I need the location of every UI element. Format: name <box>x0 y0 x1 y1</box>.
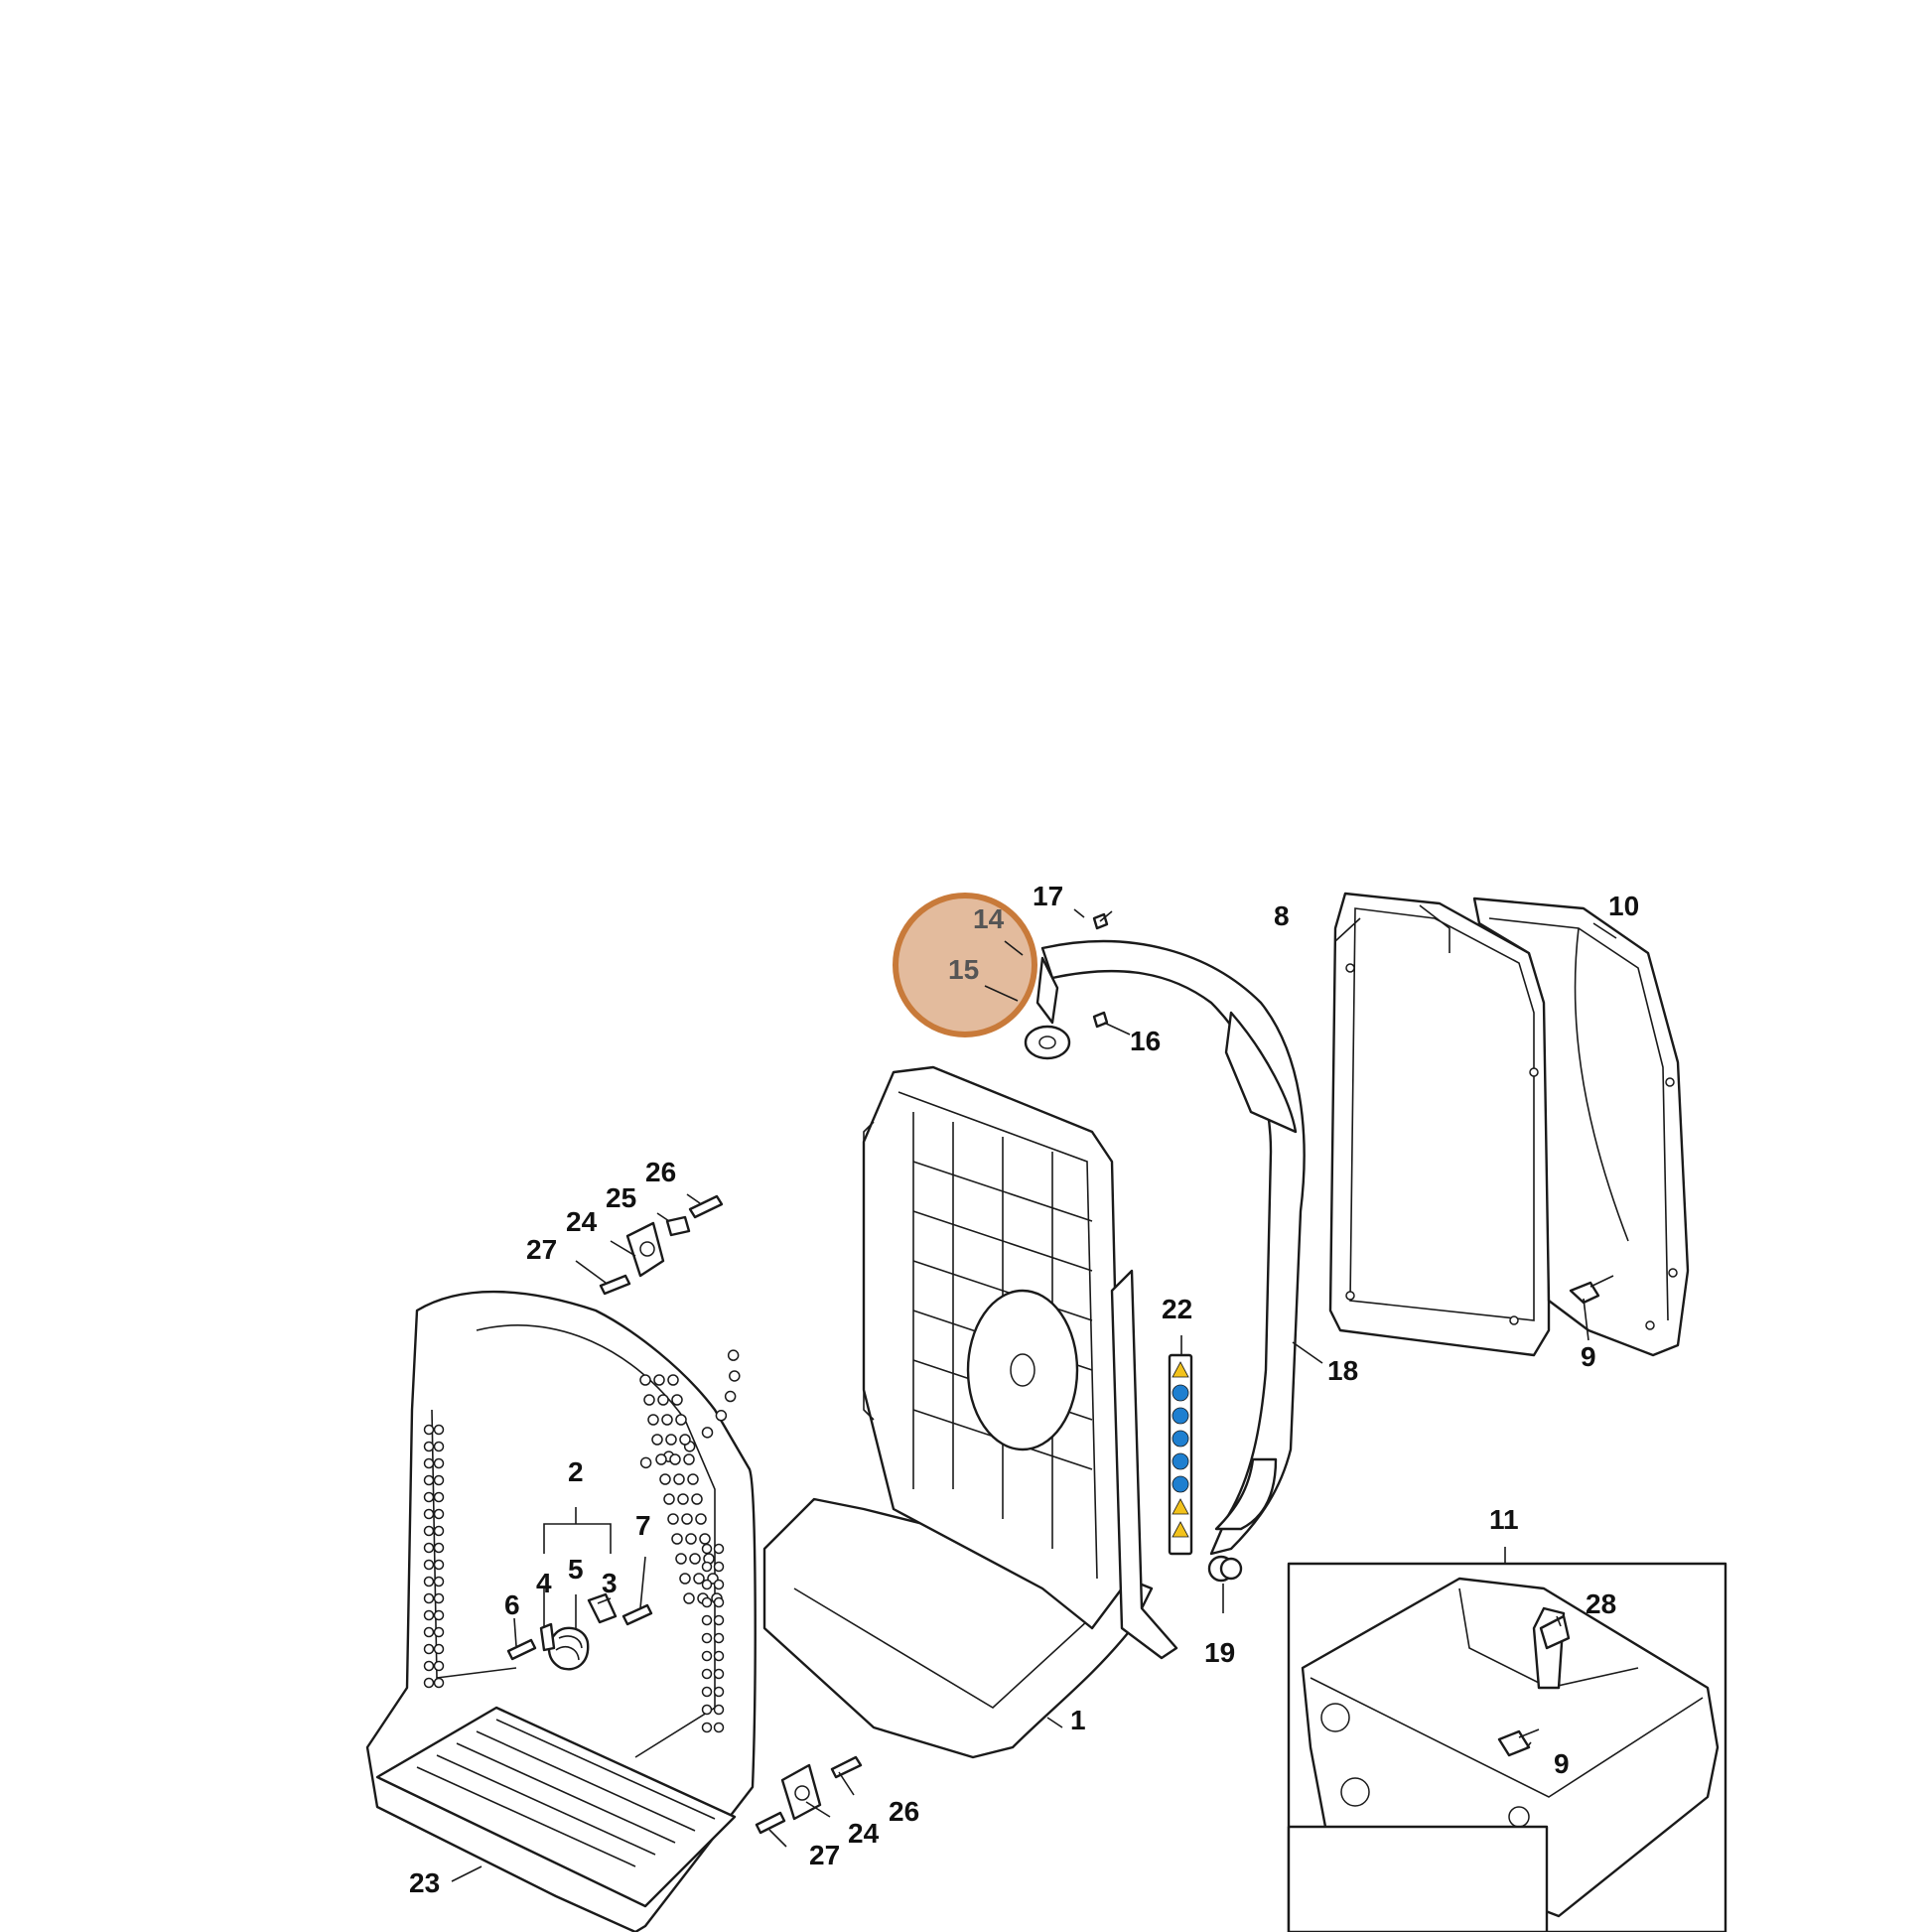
callout-2[interactable]: 2 <box>568 1456 584 1487</box>
clamp-part-15[interactable] <box>1024 956 1071 1060</box>
callout-16[interactable]: 16 <box>1130 1026 1161 1056</box>
grille-frame-part-23[interactable] <box>365 1290 757 1932</box>
callout-22[interactable]: 22 <box>1162 1294 1192 1324</box>
safety-pictogram <box>1172 1430 1189 1448</box>
callout-23[interactable]: 23 <box>409 1867 440 1898</box>
callout-9-lower[interactable]: 9 <box>1554 1748 1570 1779</box>
safety-pictogram <box>1172 1384 1189 1402</box>
screw-part-27-upper[interactable] <box>599 1274 631 1296</box>
bracket-part-24-lower[interactable] <box>780 1763 822 1821</box>
bracket-part-24-upper[interactable] <box>625 1221 665 1278</box>
cushion-part-10[interactable] <box>1472 897 1690 1357</box>
callout-24-lower[interactable]: 24 <box>848 1818 880 1849</box>
screw-part-16[interactable] <box>1092 1011 1109 1029</box>
callout-26-upper[interactable]: 26 <box>645 1157 676 1187</box>
callout-9-upper[interactable]: 9 <box>1581 1341 1596 1372</box>
screw-part-27-lower[interactable] <box>755 1811 786 1835</box>
callout-19[interactable]: 19 <box>1204 1637 1235 1668</box>
callout-3[interactable]: 3 <box>602 1568 618 1598</box>
callout-25[interactable]: 25 <box>606 1182 636 1213</box>
safety-pictogram <box>1172 1498 1189 1515</box>
safety-label-part-22[interactable] <box>1168 1353 1193 1556</box>
callout-27-upper[interactable]: 27 <box>526 1234 557 1265</box>
callout-15[interactable]: 15 <box>948 954 979 985</box>
screw-part-26-lower[interactable] <box>830 1755 863 1779</box>
safety-pictogram <box>1172 1407 1189 1425</box>
callout-4[interactable]: 4 <box>536 1568 552 1598</box>
back-pad-part-8[interactable] <box>1328 892 1551 1357</box>
callout-5[interactable]: 5 <box>568 1554 584 1585</box>
callout-labels: 1 2 3 4 5 6 7 8 9 9 10 11 14 15 16 17 18… <box>409 881 1639 1898</box>
callout-28[interactable]: 28 <box>1586 1588 1616 1619</box>
lever-part-3[interactable] <box>587 1592 618 1624</box>
leader-lines <box>451 908 1617 1882</box>
spring-assembly-part-2[interactable] <box>543 1507 612 1671</box>
callout-24-upper[interactable]: 24 <box>566 1206 598 1237</box>
screw-part-26-upper[interactable] <box>688 1194 724 1219</box>
callout-11[interactable]: 11 <box>1489 1504 1519 1535</box>
spring-pin-part-4[interactable] <box>539 1622 556 1652</box>
pin-part-25[interactable] <box>665 1215 691 1237</box>
screw-part-6[interactable] <box>506 1638 537 1661</box>
callout-8[interactable]: 8 <box>1274 900 1290 931</box>
safety-pictogram <box>1172 1521 1189 1538</box>
back-plate-part-1[interactable] <box>762 1065 1178 1759</box>
safety-pictogram <box>1172 1361 1189 1378</box>
screw-part-7[interactable] <box>621 1603 653 1626</box>
safety-pictogram <box>1172 1452 1189 1470</box>
callout-17[interactable]: 17 <box>1033 881 1063 911</box>
clip-part-9-upper[interactable] <box>1569 1275 1614 1305</box>
callout-26-lower[interactable]: 26 <box>889 1796 919 1827</box>
strap-part-28[interactable] <box>1539 1614 1571 1650</box>
callout-1[interactable]: 1 <box>1070 1705 1086 1735</box>
callout-10[interactable]: 10 <box>1608 891 1639 921</box>
callout-14[interactable]: 14 <box>973 903 1005 934</box>
callout-7[interactable]: 7 <box>635 1510 651 1541</box>
callout-27-lower[interactable]: 27 <box>809 1840 840 1870</box>
callout-6[interactable]: 6 <box>504 1589 520 1620</box>
highlight-circle <box>893 893 1037 1037</box>
clip-part-9-lower[interactable] <box>1497 1728 1540 1757</box>
swivel-part-19[interactable] <box>1219 1557 1243 1581</box>
callout-18[interactable]: 18 <box>1327 1355 1358 1386</box>
safety-pictogram <box>1172 1475 1189 1493</box>
detail-inset-part-11 <box>1287 1562 1727 1932</box>
